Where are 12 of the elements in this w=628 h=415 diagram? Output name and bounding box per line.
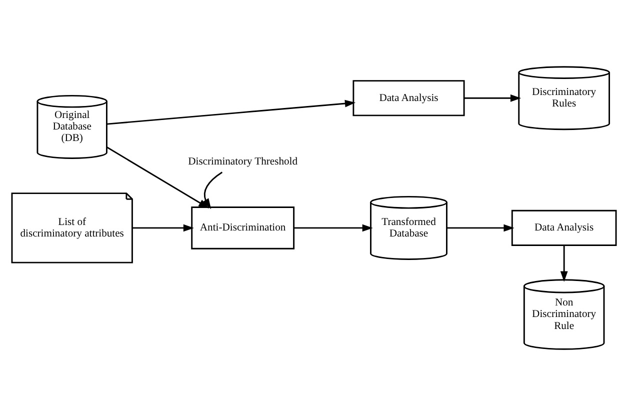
node-box: Data Analysis <box>352 80 465 116</box>
node-text: Discriminatory Threshold <box>188 156 298 167</box>
node-box: Anti-Discrimination <box>191 206 295 249</box>
node-box: Data Analysis <box>511 209 617 246</box>
arrow <box>560 244 568 282</box>
arrow <box>446 224 514 232</box>
arrow <box>132 224 194 232</box>
arrow <box>202 171 223 209</box>
arrow <box>294 224 373 232</box>
arrow <box>464 94 522 102</box>
arrow <box>106 146 210 208</box>
arrow <box>106 99 356 124</box>
